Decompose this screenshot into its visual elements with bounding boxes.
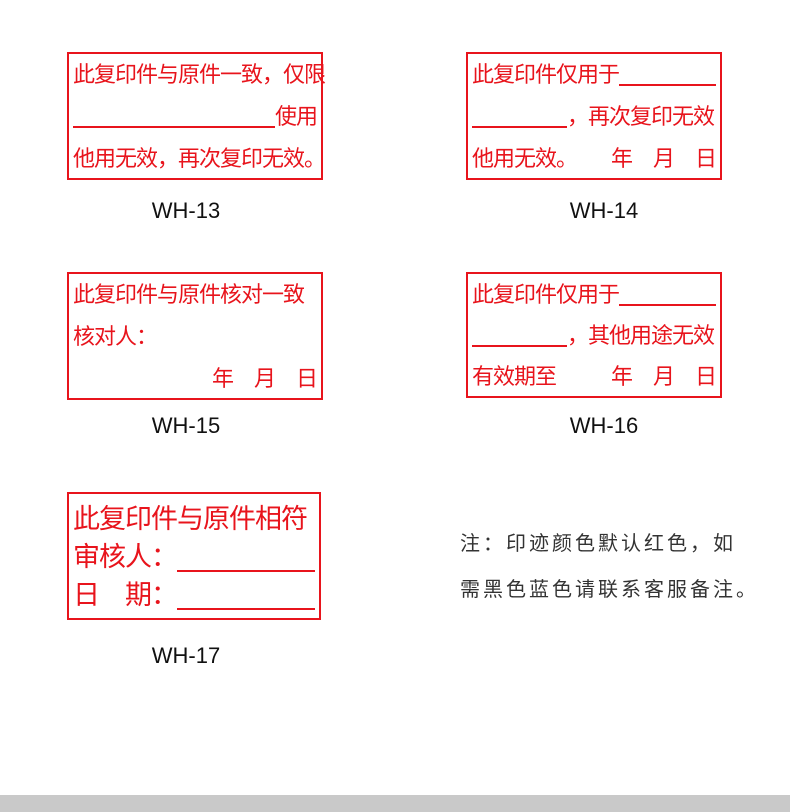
stamp-code-label: WH-16	[569, 413, 639, 438]
note-line-1: 注：印迹颜色默认红色，如	[460, 531, 736, 555]
stamp-line: 此复印件仅用于	[472, 280, 716, 310]
stamp-text: 使用	[274, 104, 318, 129]
stamp-line: 他用无效，再次复印无效。	[73, 144, 326, 174]
stamp-text: 此复印件与原件相符	[73, 504, 308, 534]
stamp-wh-17[interactable]: 此复印件与原件相符审核人： 日 期：	[67, 492, 321, 620]
fill-in-blank-line	[177, 570, 315, 572]
stamp-wh-14[interactable]: 此复印件仅用于 ，再次复印无效他用无效。 年 月 日	[466, 52, 722, 180]
note-line-2: 需黑色蓝色请联系客服备注。	[460, 577, 759, 601]
stamp-code-label: WH-15	[151, 413, 221, 438]
fill-in-blank-line	[619, 304, 716, 306]
fill-in-blank-line	[619, 84, 716, 86]
stamp-text: ，再次复印无效	[567, 104, 715, 129]
stamp-line: 有效期至 年 月 日	[472, 362, 717, 392]
stamp-line: ，其他用途无效	[472, 321, 716, 351]
stamp-text: 日 期：	[73, 580, 178, 610]
stamp-code-label: WH-17	[151, 643, 221, 668]
fill-in-blank-line	[177, 608, 315, 610]
stamp-line: 年 月 日	[73, 364, 318, 394]
stamp-wh-16[interactable]: 此复印件仅用于 ，其他用途无效有效期至 年 月 日	[466, 272, 722, 398]
stamp-wh-15[interactable]: 此复印件与原件核对一致核对人： 年 月 日	[67, 272, 323, 400]
fill-in-blank-line	[472, 126, 567, 128]
stamp-line: 核对人：	[73, 322, 317, 352]
stamp-text: 此复印件仅用于	[472, 282, 620, 307]
fill-in-blank-line	[472, 345, 567, 347]
stamp-text: ，其他用途无效	[567, 323, 715, 348]
stamp-code-label: WH-13	[151, 198, 221, 223]
stamp-line: 使用	[73, 102, 318, 132]
stamp-code-label: WH-14	[569, 198, 639, 223]
stamp-text: 此复印件与原件核对一致	[73, 282, 305, 307]
stamp-text: 此复印件与原件一致，仅限	[73, 62, 326, 87]
stamp-text: 他用无效。	[472, 146, 578, 171]
stamp-text: 有效期至	[472, 364, 557, 389]
stamp-text: 年 月 日	[211, 366, 318, 391]
stamp-text: 核对人：	[73, 324, 158, 349]
stamp-text: 此复印件仅用于	[472, 62, 620, 87]
stamp-line: ，再次复印无效	[472, 102, 716, 132]
stamp-line: 此复印件仅用于	[472, 60, 716, 90]
stamp-text: 他用无效，再次复印无效。	[73, 146, 326, 171]
stamp-line: 此复印件与原件一致，仅限	[73, 60, 326, 90]
stamp-text: 年 月 日	[610, 146, 717, 171]
stamp-wh-13[interactable]: 此复印件与原件一致，仅限使用他用无效，再次复印无效。	[67, 52, 326, 180]
stamp-text: 审核人：	[73, 542, 178, 572]
color-note: 注：印迹颜色默认红色，如 需黑色蓝色请联系客服备注。	[460, 520, 759, 612]
fill-in-blank-line	[73, 126, 275, 128]
stamp-line: 他用无效。 年 月 日	[472, 144, 717, 174]
stamp-line: 日 期：	[73, 576, 315, 614]
stamp-line: 审核人：	[73, 538, 315, 576]
footer-bar	[0, 795, 790, 812]
stamp-line: 此复印件与原件核对一致	[73, 280, 317, 310]
stamp-line: 此复印件与原件相符	[73, 500, 315, 538]
stamp-text: 年 月 日	[610, 364, 717, 389]
